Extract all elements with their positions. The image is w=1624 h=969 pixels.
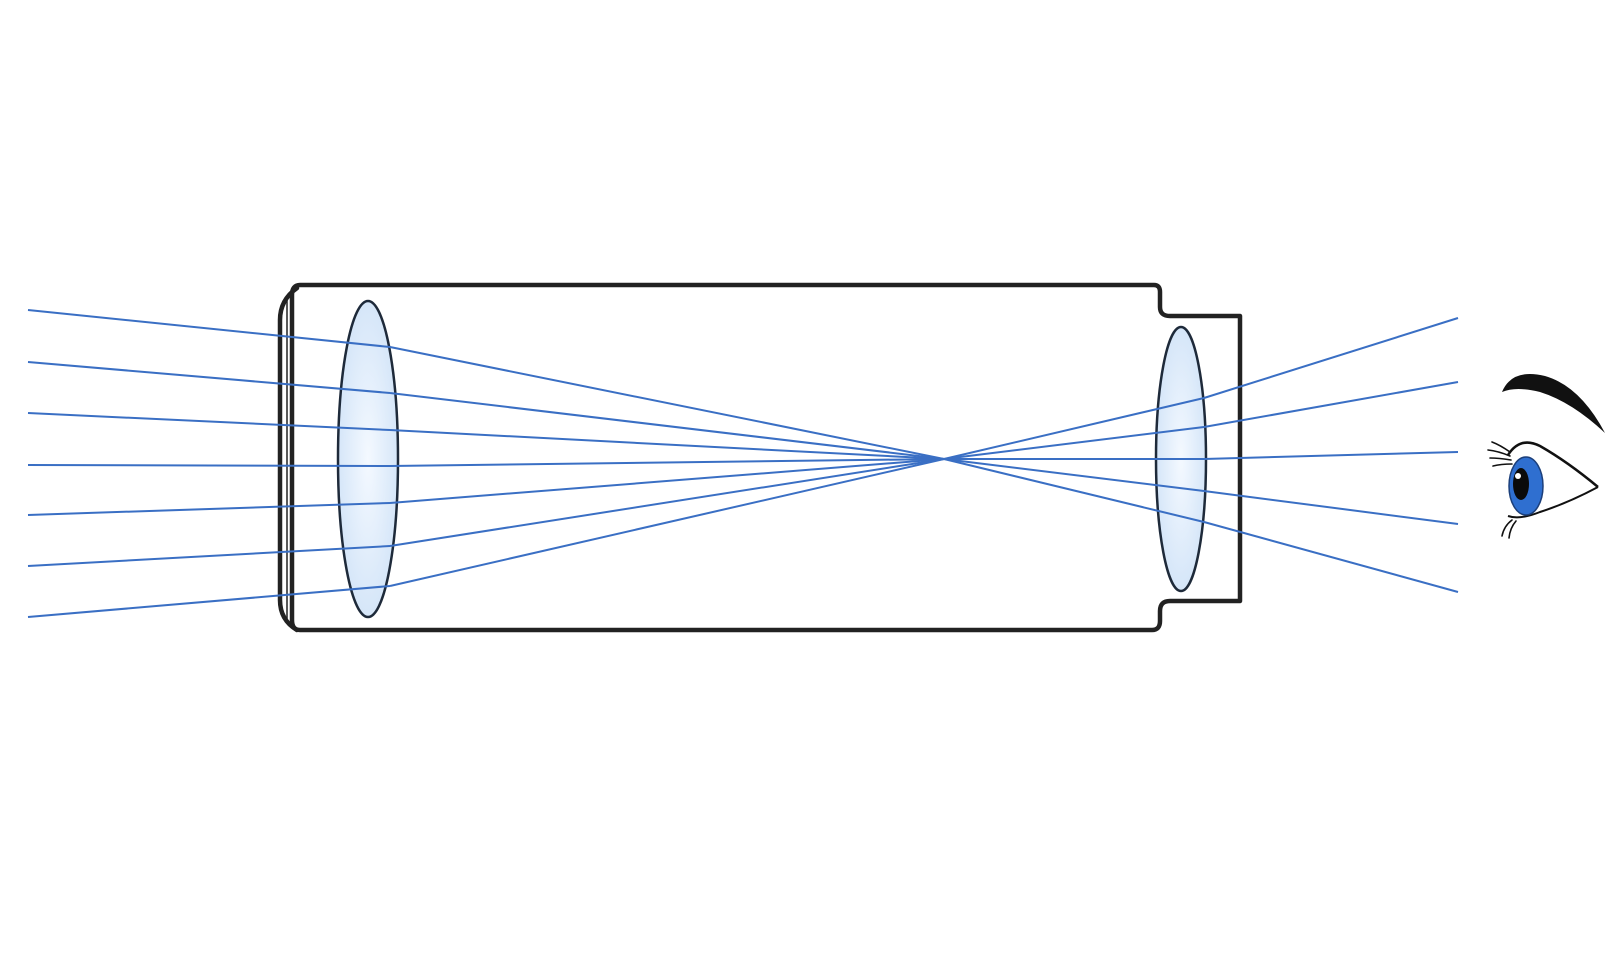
incoming-ray <box>27 502 391 516</box>
light-rays <box>27 309 1459 618</box>
converging-ray <box>389 429 945 460</box>
converging-ray <box>389 458 945 547</box>
eye-icon <box>1487 374 1605 539</box>
converging-ray <box>389 392 945 460</box>
incoming-ray <box>27 309 391 348</box>
diverging-ray <box>943 426 1205 460</box>
pupil <box>1513 468 1529 500</box>
diverging-ray <box>943 458 1205 492</box>
converging-ray <box>389 458 945 467</box>
upper-eyelid <box>1506 441 1599 488</box>
outgoing-ray <box>1203 381 1459 428</box>
incoming-ray <box>27 464 391 467</box>
converging-ray <box>389 458 945 504</box>
incoming-ray <box>27 585 391 618</box>
telescope-tube <box>277 282 1243 633</box>
incoming-ray <box>27 545 391 567</box>
converging-ray <box>389 346 945 460</box>
outgoing-ray <box>1203 451 1459 460</box>
lower-eyelid <box>1507 486 1599 519</box>
eyelashes <box>1487 441 1517 539</box>
objective-lens <box>336 299 400 619</box>
outgoing-ray <box>1203 521 1459 593</box>
eyebrow <box>1502 374 1605 433</box>
outgoing-ray <box>1203 317 1459 399</box>
diverging-ray <box>943 458 1205 523</box>
diverging-ray <box>943 397 1205 460</box>
pupil-highlight <box>1515 473 1521 479</box>
tube-front-rim <box>277 285 300 633</box>
incoming-ray <box>27 412 391 431</box>
incoming-ray <box>27 361 391 394</box>
outgoing-ray <box>1203 490 1459 525</box>
converging-ray <box>389 458 945 587</box>
tube-outline <box>289 282 1243 633</box>
